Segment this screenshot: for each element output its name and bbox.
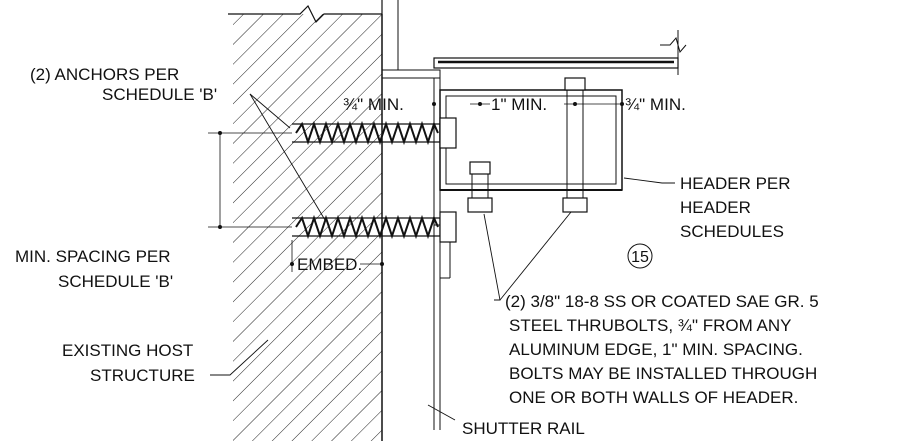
embed-label: EMBED.: [297, 255, 362, 274]
min-spacing-line1: MIN. SPACING PER: [15, 247, 171, 266]
header-label-line2: HEADER: [680, 198, 751, 217]
anchor-upper: [292, 117, 457, 149]
dimension-string: [432, 90, 624, 115]
bolts-note-line1: (2) 3/8" 18-8 SS OR COATED SAE GR. 5: [505, 292, 819, 311]
top-panel: [433, 30, 687, 75]
dim-left-label: ¾" MIN.: [343, 95, 404, 114]
detail-callout: 15: [627, 243, 653, 269]
header-label-line1: HEADER PER: [680, 174, 791, 193]
anchors-label-line1: (2) ANCHORS PER: [30, 65, 179, 84]
embed-dimension: [290, 240, 384, 272]
bolts-note-line5: ONE OR BOTH WALLS OF HEADER.: [509, 388, 798, 407]
bolts-note-line4: BOLTS MAY BE INSTALLED THROUGH: [509, 364, 817, 383]
shutter-rail-label: SHUTTER RAIL: [462, 419, 585, 438]
dim-right-label: ¾" MIN.: [625, 95, 686, 114]
detail-number: 15: [631, 249, 649, 266]
existing-host-line2: STRUCTURE: [90, 366, 195, 385]
bolts-note-line2: STEEL THRUBOLTS, ¾" FROM ANY: [509, 316, 792, 335]
min-spacing-line2: SCHEDULE 'B': [58, 272, 173, 291]
existing-host-line1: EXISTING HOST: [62, 341, 193, 360]
anchor-lower: [292, 211, 457, 243]
thrubolt-lower: [467, 161, 493, 213]
bolts-note-line3: ALUMINUM EDGE, 1" MIN. SPACING.: [509, 340, 803, 359]
host-structure-wall: [228, 0, 399, 441]
thrubolt-upper: [562, 77, 588, 213]
anchors-label-line2: SCHEDULE 'B': [102, 85, 217, 104]
header-label-line3: SCHEDULES: [680, 222, 784, 241]
spacing-dimension: [208, 131, 292, 229]
dim-center-label: 1" MIN.: [491, 95, 547, 114]
leaders: [210, 93, 675, 421]
